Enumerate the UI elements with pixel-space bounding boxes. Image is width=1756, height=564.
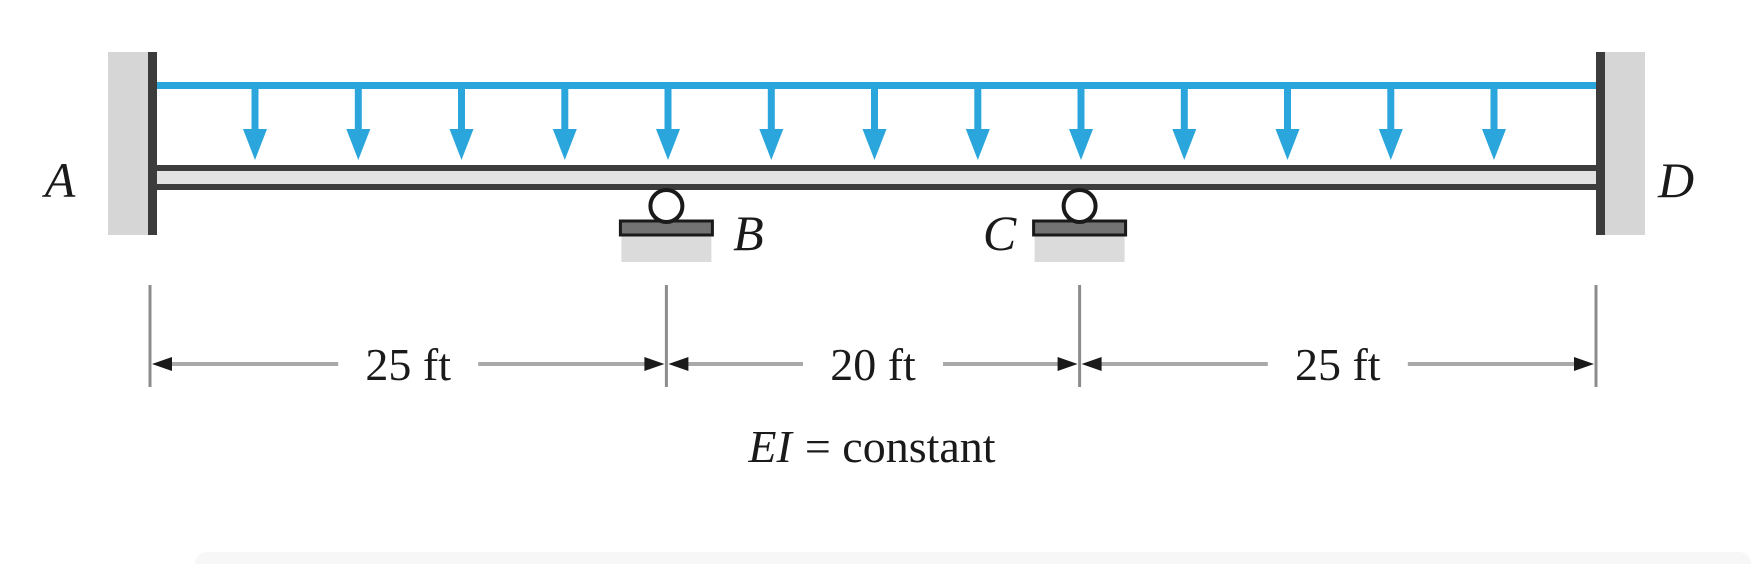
roller-support-B: B xyxy=(618,188,764,262)
ei-constant-note: EI= constant xyxy=(747,421,995,472)
wall-face-right xyxy=(1596,52,1605,235)
fixed-support-wall-left xyxy=(108,52,157,235)
load-arrow-head xyxy=(243,129,267,160)
ei-symbol: EI xyxy=(747,421,794,472)
load-arrow-head xyxy=(656,129,680,160)
beam xyxy=(157,165,1596,190)
load-arrow-shaft xyxy=(1490,87,1498,137)
load-arrow-head xyxy=(965,129,990,160)
load-arrow xyxy=(1069,87,1093,160)
load-arrow-shaft xyxy=(1387,87,1395,137)
load-arrow-head xyxy=(346,129,371,160)
bottom-card-edge xyxy=(195,552,1751,564)
dimension-lines: 25 ft 20 ft 25 ft xyxy=(148,285,1598,390)
dimension-arrow-right xyxy=(1057,357,1078,371)
load-arrow-shaft xyxy=(871,87,878,137)
dimension-arrow-left xyxy=(668,357,689,371)
support-base-block xyxy=(1034,235,1125,262)
load-arrow-head xyxy=(862,129,887,160)
dimension-arrow-left xyxy=(152,357,172,371)
load-arrow-head xyxy=(759,129,784,160)
fixed-support-wall-right xyxy=(1596,52,1645,235)
roller-circle xyxy=(648,188,685,224)
load-arrow-head xyxy=(552,129,577,160)
load-arrow-head xyxy=(1069,129,1093,160)
load-arrow xyxy=(449,87,474,160)
load-arrow-head xyxy=(1378,129,1403,160)
load-arrow-shaft xyxy=(974,87,982,137)
load-arrow-head xyxy=(1172,129,1197,160)
load-arrow xyxy=(656,87,680,160)
load-arrow xyxy=(1378,87,1403,160)
dimension-span-20-ft: 20 ft xyxy=(668,339,1078,390)
load-arrow xyxy=(552,87,577,160)
dimension-label: 25 ft xyxy=(365,339,451,390)
dimension-span-25-ft: 25 ft xyxy=(152,339,665,390)
load-arrow xyxy=(1172,87,1197,160)
load-arrow xyxy=(243,87,267,160)
load-arrow-shaft xyxy=(561,87,569,137)
load-arrow-shaft xyxy=(1077,87,1085,137)
roller-circle xyxy=(1061,188,1098,224)
distributed-load-line xyxy=(157,82,1596,89)
dimension-arrow-right xyxy=(1574,357,1594,371)
load-arrow-shaft xyxy=(354,87,362,137)
load-arrow-shaft xyxy=(458,87,465,137)
node-label-B: B xyxy=(733,205,764,261)
load-arrow-shaft xyxy=(251,87,259,137)
distributed-load-arrows xyxy=(243,87,1506,160)
dimension-arrow-left xyxy=(1081,357,1102,371)
load-arrow-shaft xyxy=(664,87,672,137)
roller-support-C: C xyxy=(983,188,1128,262)
wall-hatch-left xyxy=(108,52,148,235)
load-arrow xyxy=(965,87,990,160)
load-arrow-head xyxy=(1275,129,1300,160)
node-label-A: A xyxy=(42,152,76,208)
wall-hatch-right xyxy=(1605,52,1645,235)
wall-face-left xyxy=(148,52,157,235)
node-label-D: D xyxy=(1657,152,1694,208)
load-arrow-shaft xyxy=(1180,87,1188,137)
dimension-label: 20 ft xyxy=(830,339,916,390)
load-arrow-shaft xyxy=(767,87,775,137)
load-arrow xyxy=(346,87,371,160)
load-arrow xyxy=(1275,87,1300,160)
load-arrow xyxy=(862,87,887,160)
ei-note-rest: = constant xyxy=(805,421,996,472)
dimension-arrow-right xyxy=(644,357,665,371)
dimension-label: 25 ft xyxy=(1295,339,1381,390)
node-label-C: C xyxy=(983,205,1017,261)
load-arrow-head xyxy=(1482,129,1506,160)
beam-web xyxy=(157,171,1596,184)
load-arrow-head xyxy=(449,129,474,160)
load-arrow xyxy=(1482,87,1506,160)
dimension-span-25-ft: 25 ft xyxy=(1081,339,1594,390)
support-base-block xyxy=(621,235,712,262)
load-arrow-shaft xyxy=(1284,87,1291,137)
load-arrow xyxy=(759,87,784,160)
